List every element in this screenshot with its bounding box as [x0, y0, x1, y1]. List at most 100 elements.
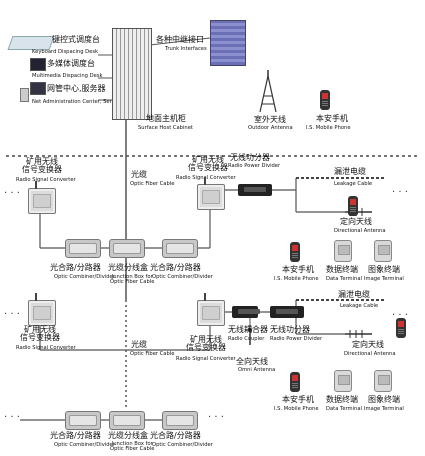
- trunk-label-en: Trunk Interfaces: [165, 46, 207, 52]
- cabinet-label: 地面主机柜: [146, 114, 186, 123]
- image-terminal-icon-1: [374, 240, 392, 262]
- leakage-cable-2-label: 漏泄电缆: [338, 290, 370, 299]
- svg-text:· · ·: · · ·: [392, 187, 408, 198]
- right-converter-2-label: 矿用无线信号变换器: [186, 335, 226, 353]
- power-divider-1-label-en: Radio Power Divider: [228, 163, 281, 169]
- directional-1-label-en: Directional Antenna: [334, 228, 386, 234]
- surface-host-cabinet-icon: [112, 28, 152, 120]
- power-divider-2: [270, 306, 304, 318]
- keyboard-desk-label-en: Keyboard Dispacing Desk: [32, 49, 99, 55]
- data-terminal-icon-1: [334, 240, 352, 262]
- keyboard-desk-icon: [7, 36, 55, 50]
- phone-2-label: 本安手机: [282, 265, 314, 274]
- svg-text:· · ·: · · ·: [208, 412, 224, 423]
- image-terminal-2-label-en: Image Terminal: [364, 406, 404, 412]
- coupler-label: 无线耦合器: [228, 325, 268, 334]
- top-phone-label-en: I.S. Mobile Phone: [306, 125, 351, 131]
- server-icon: [20, 88, 29, 102]
- junction-box-2: [109, 411, 145, 430]
- omni-antenna-icon: [248, 328, 252, 345]
- phone-3-label-en: I.S. Mobile Phone: [274, 406, 319, 412]
- fiber-label-1: 光缆: [131, 170, 147, 179]
- junction-box-1: [109, 239, 145, 258]
- radio-signal-converter-3: [28, 293, 56, 326]
- mobile-phone-icon: [320, 90, 330, 110]
- trunk-label: 各种中继接口: [156, 35, 204, 44]
- optic-combiner-4: [162, 411, 198, 430]
- admin-center-label: 网管中心,服务器: [47, 84, 106, 93]
- phone-icon-3: [290, 372, 300, 392]
- right-converter-1-label: 矿用无线信号变换器: [188, 155, 228, 173]
- omni-antenna-label-en: Omni Antenna: [238, 367, 276, 373]
- optic-combiner-1: [65, 239, 101, 258]
- power-divider-2-label-en: Radio Power Divider: [270, 336, 323, 342]
- left-converter-2-label-en: Radio Signal Converter: [16, 345, 76, 351]
- svg-text:· · ·: · · ·: [4, 412, 20, 423]
- fiber-label-1-en: Optic Fiber Cable: [130, 181, 175, 187]
- combiner-2-label-en: Optic Combiner/Divider: [152, 274, 213, 280]
- data-terminal-2-label-en: Data Terminal: [326, 406, 362, 412]
- optic-combiner-3: [65, 411, 101, 430]
- combiner-4-label-en: Optic Combiner/Divider: [152, 442, 213, 448]
- directional-2-label-en: Directional Antenna: [344, 351, 396, 357]
- svg-text:· · ·: · · ·: [4, 188, 20, 199]
- data-terminal-1-label-en: Data Terminal: [326, 276, 362, 282]
- coupler-label-en: Radio Coupler: [228, 336, 265, 342]
- image-terminal-icon-2: [374, 370, 392, 392]
- radio-signal-converter-4: [197, 293, 225, 326]
- combiner-4-label: 光合路/分路器: [150, 431, 201, 440]
- svg-text:· · ·: · · ·: [392, 310, 408, 321]
- directional-antenna-icon-2: [345, 330, 372, 338]
- optic-combiner-2: [162, 239, 198, 258]
- combiner-1-label-en: Optic Combiner/Divider: [54, 274, 115, 280]
- phone-icon-row1: [348, 196, 358, 216]
- fiber-label-2: 光缆: [131, 340, 147, 349]
- power-divider-1: [238, 184, 272, 196]
- data-terminal-2-label: 数据终端: [326, 395, 358, 404]
- phone-icon-row2: [396, 318, 406, 338]
- outdoor-antenna-label-en: Outdoor Antenna: [248, 125, 293, 131]
- junction-1-label: 光缆分线盒: [108, 263, 148, 272]
- image-terminal-1-label-en: Image Terminal: [364, 276, 404, 282]
- radio-signal-converter-1: [28, 181, 56, 214]
- svg-text:· · ·: · · ·: [4, 309, 20, 320]
- omni-antenna-label: 全向天线: [236, 357, 268, 366]
- phone-2-label-en: I.S. Mobile Phone: [274, 276, 319, 282]
- data-terminal-1-label: 数据终端: [326, 265, 358, 274]
- multimedia-desk-icon: [30, 58, 46, 71]
- keyboard-desk-label: 键控式调度台: [52, 35, 100, 44]
- leakage-cable-2-label-en: Leakage Cable: [340, 303, 379, 309]
- image-terminal-2-label: 图象终端: [368, 395, 400, 404]
- combiner-3-label-en: Optic Combiner/Divider: [54, 442, 115, 448]
- outdoor-antenna-label: 室外天线: [254, 115, 286, 124]
- leakage-cable-1-label-en: Leakage Cable: [334, 181, 373, 187]
- cabinet-label-en: Surface Host Cabinet: [138, 125, 193, 131]
- radio-coupler: [232, 306, 260, 318]
- multimedia-desk-label-en: Multimedia Dispacing Desk: [32, 73, 103, 79]
- outdoor-antenna-icon: [259, 70, 277, 113]
- combiner-2-label: 光合路/分路器: [150, 263, 201, 272]
- leakage-cable-1-label: 漏泄电缆: [334, 167, 366, 176]
- directional-1-label: 定向天线: [340, 217, 372, 226]
- combiner-3-label: 光合路/分路器: [50, 431, 101, 440]
- left-converter-2-label: 矿用无线信号变换器: [20, 325, 60, 343]
- power-divider-2-label: 无线功分器: [270, 325, 310, 334]
- fiber-label-2-en: Optic Fiber Cable: [130, 351, 175, 357]
- power-divider-1-label: 无线功分器: [230, 153, 270, 162]
- admin-center-label-en: Net Administration Center, Server: [32, 99, 121, 105]
- right-converter-2-label-en: Radio Signal Converter: [176, 356, 236, 362]
- directional-2-label: 定向天线: [352, 340, 384, 349]
- left-converter-1-label: 矿用无线信号变换器: [22, 157, 62, 175]
- multimedia-desk-label: 多媒体调度台: [47, 59, 95, 68]
- server-monitor-icon: [30, 82, 46, 95]
- radio-signal-converter-2: [197, 177, 225, 210]
- image-terminal-1-label: 图象终端: [368, 265, 400, 274]
- phone-icon-2: [290, 242, 300, 262]
- phone-3-label: 本安手机: [282, 395, 314, 404]
- junction-2-label: 光缆分线盒: [108, 431, 148, 440]
- top-phone-label: 本安手机: [316, 114, 348, 123]
- trunk-interfaces-icon: [210, 20, 246, 66]
